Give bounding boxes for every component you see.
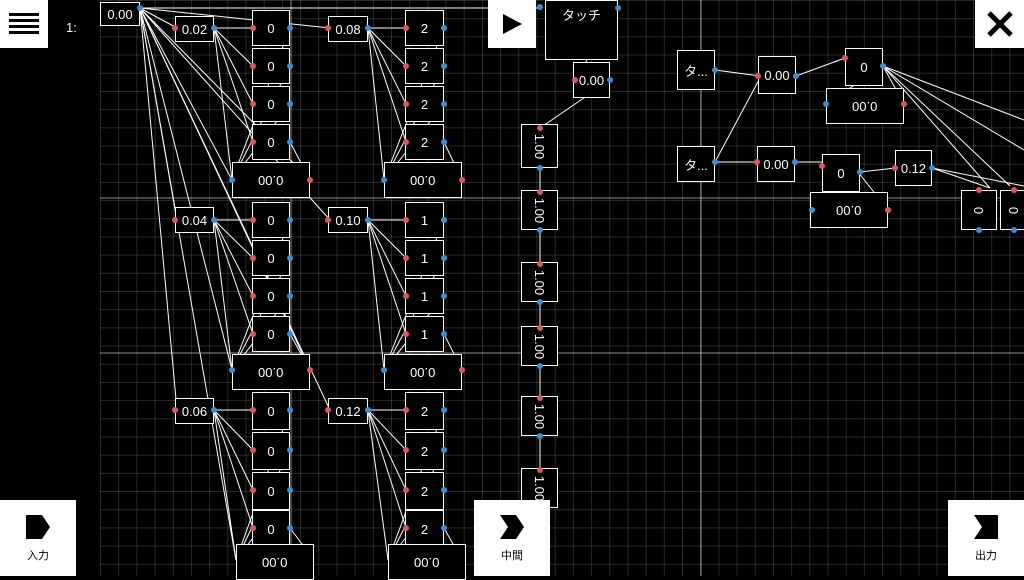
node-chain[interactable]: 1.00 bbox=[521, 326, 558, 366]
node-value[interactable]: 1 bbox=[405, 240, 444, 276]
play-button[interactable] bbox=[488, 0, 536, 48]
node-value[interactable]: 0 bbox=[845, 48, 883, 86]
play-icon bbox=[503, 14, 522, 34]
node-weight[interactable]: 0.04 bbox=[175, 207, 214, 233]
middle-node-button[interactable]: 中間 bbox=[474, 500, 550, 576]
node-value[interactable]: 0 bbox=[252, 392, 290, 430]
grid-major-line bbox=[100, 197, 1024, 199]
node-sum[interactable]: 0.00 bbox=[232, 354, 310, 390]
node-chain[interactable]: 1.00 bbox=[521, 262, 558, 302]
node-value[interactable]: 2 bbox=[405, 392, 444, 430]
node-value[interactable]: 0 bbox=[252, 316, 290, 352]
node-value[interactable]: 2 bbox=[405, 48, 444, 84]
node-value[interactable]: 1 bbox=[405, 202, 444, 238]
node-value[interactable]: 1 bbox=[405, 278, 444, 314]
node-weight[interactable]: 0.12 bbox=[895, 150, 932, 186]
node-touch-input[interactable]: タ... bbox=[677, 50, 715, 90]
node-value[interactable]: 0 bbox=[252, 432, 290, 470]
node-value[interactable]: 0 bbox=[252, 86, 290, 122]
node-root[interactable]: 0.00 bbox=[100, 2, 140, 26]
node-chain[interactable]: 1.00 bbox=[521, 124, 558, 168]
node-sum[interactable]: 0.00 bbox=[384, 162, 462, 198]
node-weight[interactable]: 0.02 bbox=[175, 16, 214, 42]
grid-major-line bbox=[700, 0, 702, 576]
node-value[interactable]: 0 bbox=[252, 124, 290, 160]
input-node-icon bbox=[26, 515, 50, 539]
node-value[interactable]: 0 bbox=[252, 240, 290, 276]
node-sum[interactable]: 0.00 bbox=[388, 544, 466, 580]
node-value[interactable]: 2 bbox=[405, 10, 444, 46]
node-value[interactable]: 0 bbox=[252, 10, 290, 46]
node-touch-sensor[interactable]: タッチ bbox=[545, 0, 618, 60]
output-node-button[interactable]: 出力 bbox=[948, 500, 1024, 576]
node-value[interactable]: 0 bbox=[1000, 190, 1024, 230]
node-weight[interactable]: 0.12 bbox=[328, 398, 368, 424]
node-value[interactable]: 0.00 bbox=[758, 56, 796, 94]
input-node-button[interactable]: 入力 bbox=[0, 500, 76, 576]
row-number: 1: bbox=[66, 20, 77, 35]
menu-button[interactable] bbox=[0, 0, 48, 48]
node-sum[interactable]: 0.00 bbox=[810, 192, 888, 228]
node-value[interactable]: 0 bbox=[252, 48, 290, 84]
node-weight[interactable]: 0.08 bbox=[328, 16, 368, 42]
node-value[interactable]: 2 bbox=[405, 432, 444, 470]
node-weight[interactable]: 0.06 bbox=[175, 398, 214, 424]
sidebar bbox=[0, 0, 100, 576]
node-value[interactable]: 0 bbox=[961, 190, 997, 230]
node-touch-output[interactable]: 0.00 bbox=[573, 62, 610, 98]
middle-node-icon bbox=[500, 515, 524, 539]
node-value[interactable]: 2 bbox=[405, 86, 444, 122]
node-touch-input[interactable]: タ... bbox=[677, 146, 715, 182]
middle-node-label: 中間 bbox=[501, 550, 523, 562]
node-value[interactable]: 2 bbox=[405, 472, 444, 510]
menu-icon bbox=[9, 13, 39, 34]
node-sum[interactable]: 0.00 bbox=[826, 88, 904, 124]
close-icon bbox=[986, 11, 1013, 37]
node-value[interactable]: 0 bbox=[252, 472, 290, 510]
node-value[interactable]: 1 bbox=[405, 316, 444, 352]
node-sum[interactable]: 0.00 bbox=[232, 162, 310, 198]
node-chain[interactable]: 1.00 bbox=[521, 190, 558, 230]
input-node-label: 入力 bbox=[27, 550, 49, 562]
output-node-label: 出力 bbox=[975, 550, 997, 562]
node-sum[interactable]: 0.00 bbox=[384, 354, 462, 390]
close-button[interactable] bbox=[975, 0, 1024, 48]
node-value[interactable]: 2 bbox=[405, 510, 444, 548]
node-weight[interactable]: 0.10 bbox=[328, 207, 368, 233]
output-node-icon bbox=[974, 515, 998, 539]
node-value[interactable]: 0 bbox=[252, 278, 290, 314]
grid-major-line bbox=[290, 0, 292, 576]
node-sum[interactable]: 0.00 bbox=[236, 544, 314, 580]
node-value[interactable]: 0 bbox=[252, 510, 290, 548]
node-chain[interactable]: 1.00 bbox=[521, 396, 558, 436]
grid-major-line bbox=[100, 352, 1024, 354]
node-value[interactable]: 2 bbox=[405, 124, 444, 160]
node-value[interactable]: 0.00 bbox=[757, 146, 795, 182]
node-value[interactable]: 0 bbox=[252, 202, 290, 238]
node-value[interactable]: 0 bbox=[822, 154, 860, 192]
